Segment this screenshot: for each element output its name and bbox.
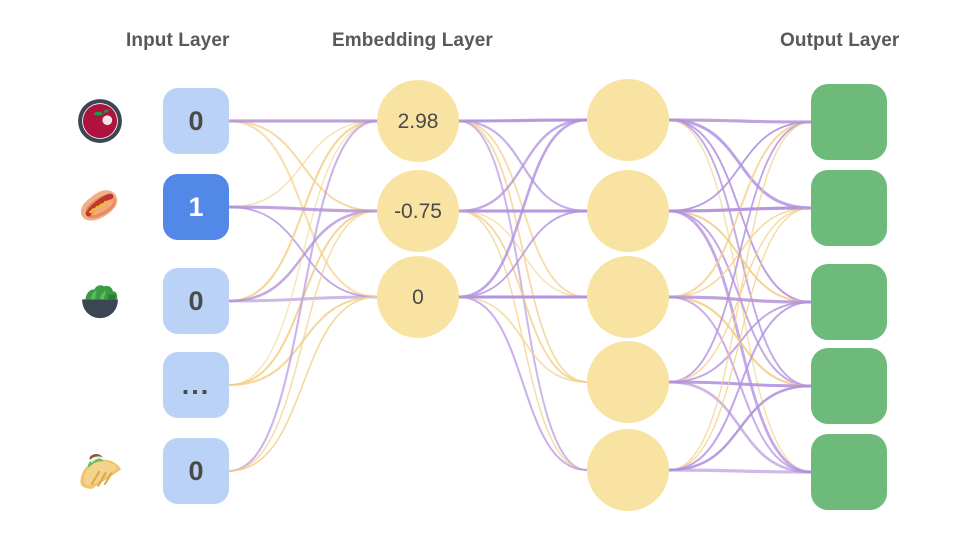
connection-edge: [228, 210, 378, 472]
output-node-2[interactable]: [811, 170, 887, 246]
connection-edge: [668, 210, 812, 387]
connection-edge: [228, 296, 378, 472]
connection-edge: [458, 210, 588, 298]
connection-edge: [668, 207, 812, 298]
connection-edge: [227, 119, 379, 303]
embedding-node-value: 2.98: [397, 109, 439, 133]
soup-bowl-icon: [74, 95, 126, 147]
input-node-value: ...: [181, 369, 211, 400]
connection-edge: [227, 295, 379, 387]
connection-edge: [668, 121, 812, 383]
connection-edge: [667, 295, 813, 304]
connection-edge: [667, 380, 813, 388]
connection-edge: [668, 207, 812, 383]
connection-edge: [667, 118, 813, 124]
connection-edge: [458, 120, 588, 383]
connection-edge: [667, 118, 813, 210]
connection-edge: [457, 118, 589, 123]
connection-edge: [668, 119, 812, 473]
connection-edge: [667, 120, 813, 299]
connection-edge: [667, 206, 813, 213]
taco-icon: [74, 445, 126, 497]
input-layer-title: Input Layer: [126, 30, 230, 51]
output-layer-title: Output Layer: [780, 30, 900, 51]
hidden-node-5[interactable]: [587, 429, 669, 511]
embedding-node-value: 0: [412, 285, 424, 309]
connection-edge: [458, 210, 588, 471]
connection-edge: [227, 295, 379, 303]
connection-edge: [667, 209, 813, 474]
input-node-3[interactable]: 0: [163, 268, 229, 334]
hidden-node-3[interactable]: [587, 256, 669, 338]
connection-edge: [668, 301, 812, 383]
connection-edge: [458, 120, 588, 471]
connection-edge: [457, 295, 589, 472]
embedding-node-1[interactable]: 2.98: [377, 80, 459, 162]
connection-edge: [228, 210, 378, 386]
connection-edge: [458, 120, 588, 298]
input-node-value: 0: [188, 285, 204, 316]
connection-edge: [458, 210, 588, 383]
connection-edge: [667, 380, 813, 474]
connection-edge: [228, 206, 378, 298]
connection-edge: [668, 207, 812, 471]
connection-edge: [227, 209, 379, 303]
output-node-5[interactable]: [811, 434, 887, 510]
embedding-node-3[interactable]: 0: [377, 256, 459, 338]
input-node-value: 0: [188, 455, 204, 486]
connection-edge: [227, 119, 379, 299]
connection-edge: [668, 296, 812, 473]
connection-edge: [668, 210, 812, 303]
input-node-value: 0: [188, 105, 204, 136]
connection-edge: [668, 296, 812, 303]
connection-edge: [227, 119, 379, 473]
connection-edge: [667, 384, 813, 472]
connection-edge: [457, 119, 589, 213]
embedding-layer-title: Embedding Layer: [332, 30, 493, 51]
input-node-5[interactable]: 0: [163, 438, 229, 504]
connection-edge: [458, 296, 588, 383]
hidden-node-4[interactable]: [587, 341, 669, 423]
connection-edge: [458, 210, 588, 298]
green-salad-icon: [74, 275, 126, 327]
output-node-4[interactable]: [811, 348, 887, 424]
embedding-node-value: -0.75: [394, 199, 442, 223]
hot-dog-icon: [74, 181, 126, 233]
output-node-3[interactable]: [811, 264, 887, 340]
input-node-value: 1: [188, 191, 204, 222]
embedding-node-2[interactable]: -0.75: [377, 170, 459, 252]
connection-edge: [458, 119, 588, 122]
connection-edge: [667, 295, 813, 388]
connection-edge: [667, 468, 813, 474]
connection-edge: [228, 120, 378, 212]
hidden-node-2[interactable]: [587, 170, 669, 252]
input-node-1[interactable]: 0: [163, 88, 229, 154]
connection-edge: [668, 121, 812, 471]
connection-edge: [228, 120, 378, 386]
connection-edge: [228, 120, 378, 208]
connection-edge: [668, 119, 812, 387]
hidden-node-1[interactable]: [587, 79, 669, 161]
connection-edge: [228, 206, 378, 212]
output-node-1[interactable]: [811, 84, 887, 160]
input-node-2[interactable]: 1: [163, 174, 229, 240]
connection-edge: [668, 121, 812, 212]
connection-edge: [668, 119, 812, 123]
connection-edge: [668, 119, 812, 303]
connection-edge: [667, 300, 813, 472]
connection-edge: [667, 206, 813, 213]
input-node-4[interactable]: ...: [163, 352, 229, 418]
connection-edge: [457, 118, 589, 299]
connection-edge: [457, 118, 589, 213]
connection-edge: [227, 205, 379, 213]
